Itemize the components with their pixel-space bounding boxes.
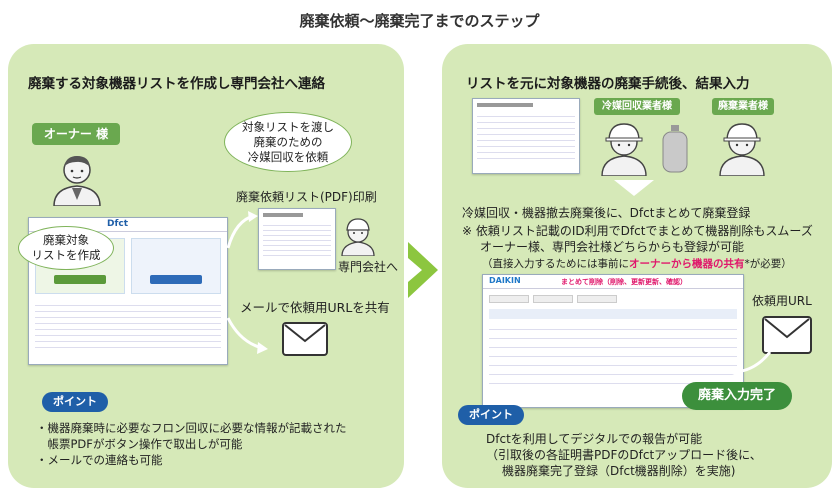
arrow-to-mail <box>226 317 268 354</box>
right-line3: オーナー様、専門会社様どちらからも登録が可能 <box>480 240 745 254</box>
collector-role-badge: 冷媒回収業者様 <box>594 98 680 115</box>
request-list-thumbnail <box>472 98 580 174</box>
right-point-badge: ポイント <box>458 405 524 425</box>
disposer-role-badge: 廃棄業者様 <box>712 98 774 115</box>
envelope-icon <box>284 324 326 343</box>
company-worker-icon <box>341 218 375 256</box>
owner-person-icon <box>53 156 101 206</box>
right-heading: リストを元に対象機器の廃棄手続後、結果入力 <box>466 76 750 92</box>
down-arrow-icon <box>614 180 654 196</box>
gas-cylinder-icon <box>662 125 688 173</box>
bubble-send-line2: 廃棄のための <box>253 135 323 149</box>
bubble-request-collection: 対象リストを渡し 廃棄のための 冷媒回収を依頼 <box>224 112 352 172</box>
envelope-icon <box>764 318 810 339</box>
arrow-from-url <box>730 351 772 378</box>
owner-badge: オーナー 様 <box>32 123 120 145</box>
left-point-line1: ・機器廃棄時に必要なフロン回収に必要な情報が記載された <box>36 421 347 435</box>
right-line1: 冷媒回収・機器撤去廃棄後に、Dfctまとめて廃棄登録 <box>462 206 751 220</box>
right-point-line2: （引取後の各証明書PDFのDfctアップロード後に、 <box>486 448 762 462</box>
bubble-send-line3: 冷媒回収を依頼 <box>247 150 329 164</box>
mail-icon-right <box>762 316 812 354</box>
left-heading: 廃棄する対象機器リストを作成し専門会社へ連絡 <box>28 76 325 92</box>
screen-title: まとめて削除（削除、更新更新、確認） <box>561 278 687 286</box>
page-title: 廃棄依頼〜廃棄完了までのステップ <box>299 12 540 30</box>
right-point-line3: 機器廃棄完了登録（Dfct機器削除）を実施) <box>502 464 736 478</box>
request-url-label: 依頼用URL <box>752 294 812 308</box>
bubble-send-line1: 対象リストを渡し <box>242 120 334 134</box>
pdf-print-label: 廃棄依頼リスト(PDF)印刷 <box>236 190 377 204</box>
bubble-create-line2: リストを作成 <box>31 248 101 262</box>
daikin-logo: DAIKIN <box>489 276 521 285</box>
bubble-create-line1: 廃棄対象 <box>43 233 89 247</box>
disposal-complete-badge: 廃棄入力完了 <box>682 382 792 410</box>
right-line2: ※ 依頼リスト記載のID利用でDfctでまとめて機器削除もスムーズ <box>462 224 813 238</box>
arrow-to-pdf <box>226 211 258 249</box>
disposer-worker-icon <box>719 123 765 176</box>
dfct-logo: Dfct <box>107 219 129 229</box>
bubble-create-list: 廃棄対象 リストを作成 <box>18 226 114 270</box>
owner-share-highlight: オーナーから機器の共有 <box>629 258 745 270</box>
right-line4-suffix: *が必要） <box>744 258 792 270</box>
collector-worker-icon <box>601 123 647 176</box>
left-point-badge: ポイント <box>42 392 108 412</box>
right-line4: （直接入力するためには事前にオーナーから機器の共有*が必要） <box>482 256 792 271</box>
mail-icon-left <box>282 322 328 356</box>
left-point-line2: 帳票PDFがボタン操作で取出しが可能 <box>36 437 243 451</box>
right-point-line1: Dfctを利用してデジタルでの報告が可能 <box>486 432 703 446</box>
left-point-line3: ・メールでの連絡も可能 <box>36 453 163 467</box>
pdf-document-thumbnail <box>258 208 336 270</box>
company-label: 専門会社へ <box>338 260 399 274</box>
right-line4-prefix: （直接入力するためには事前に <box>482 258 629 270</box>
step-arrow <box>408 242 438 298</box>
mail-share-label: メールで依頼用URLを共有 <box>240 300 390 315</box>
